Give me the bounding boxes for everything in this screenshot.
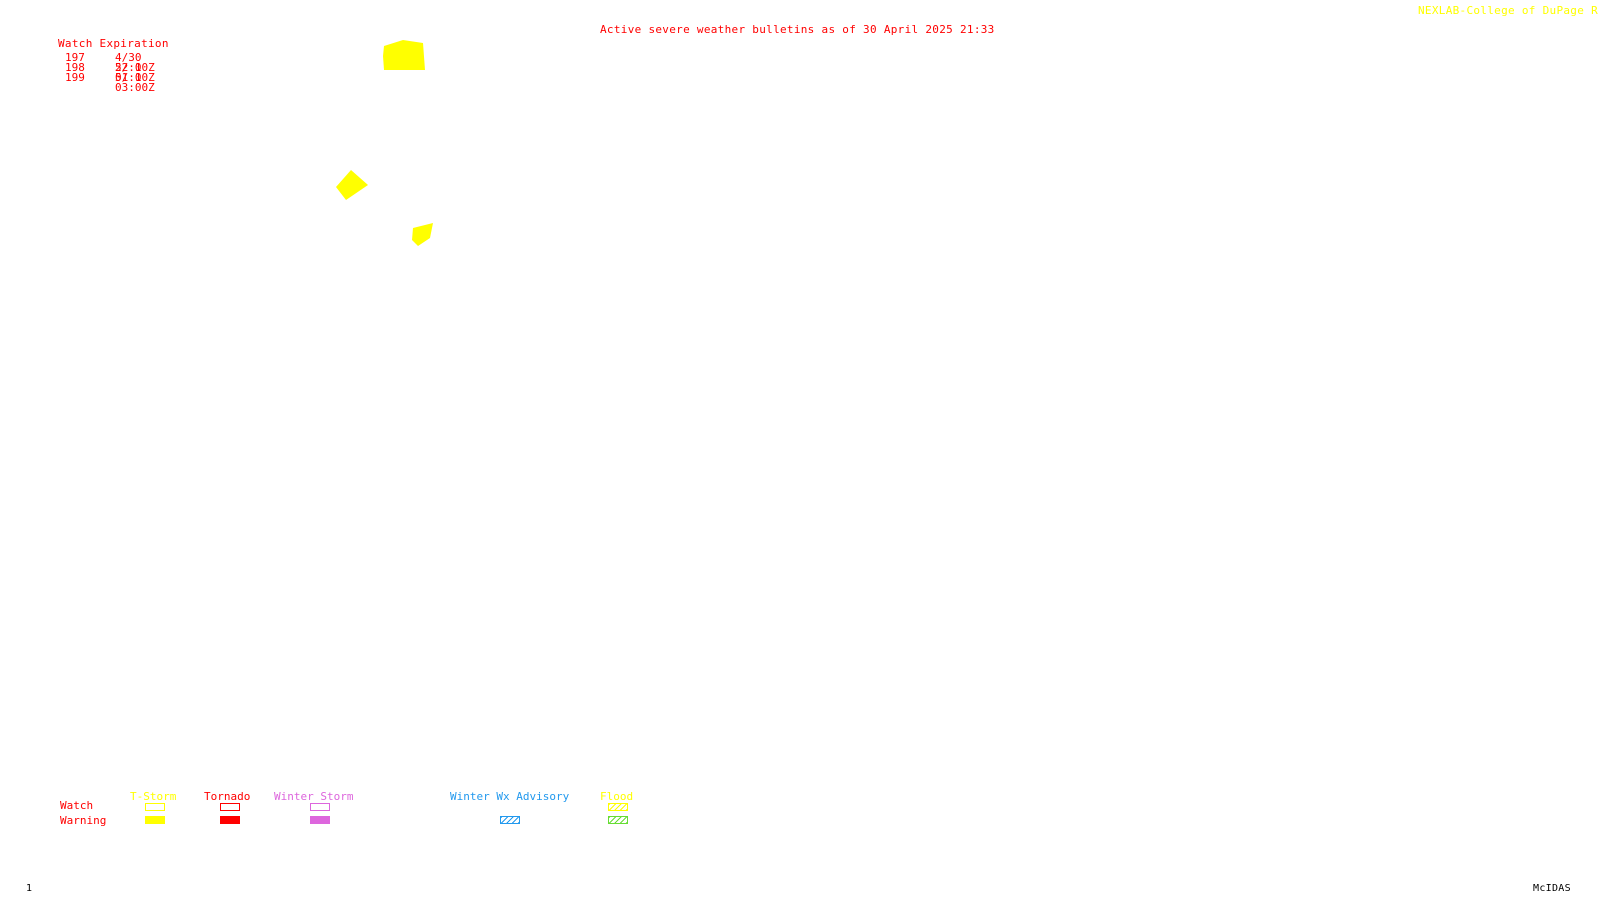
legend-winter-storm-warning-swatch xyxy=(310,816,330,824)
legend-flood-warning-swatch xyxy=(608,816,628,824)
legend-tornado-watch-swatch xyxy=(220,803,240,811)
watch-number: 198 xyxy=(65,61,85,74)
watch-polygon-199[interactable] xyxy=(412,223,433,246)
watch-polygon-197[interactable] xyxy=(383,40,425,70)
legend-tornado-warning-swatch xyxy=(220,816,240,824)
watch-expiration-table: Watch Expiration 197 4/30 22:00Z 198 5/ … xyxy=(58,37,169,93)
legend-tstorm-label: T-Storm xyxy=(130,790,177,803)
legend-row-warning: Warning xyxy=(60,814,107,827)
legend-tornado-label: Tornado xyxy=(204,790,251,803)
legend: Watch Warning T-Storm Tornado Winter Sto… xyxy=(0,790,700,840)
legend-row-watch: Watch xyxy=(60,799,94,812)
table-row[interactable]: 198 5/ 1 01:00Z xyxy=(58,61,169,83)
watch-number: 199 xyxy=(65,71,85,84)
legend-flood-label: Flood xyxy=(600,790,634,803)
legend-winter-storm-watch-swatch xyxy=(310,803,330,811)
legend-tstorm-warning-swatch xyxy=(145,816,165,824)
legend-winter-storm-label: Winter Storm xyxy=(274,790,354,803)
watch-number: 197 xyxy=(65,51,85,64)
table-row[interactable]: 199 5/ 1 03:00Z xyxy=(58,71,169,93)
legend-tstorm-watch-swatch xyxy=(145,803,165,811)
page-title: Active severe weather bulletins as of 30… xyxy=(600,23,995,36)
table-row[interactable]: 197 4/30 22:00Z xyxy=(58,51,169,73)
legend-winter-advisory-label: Winter Wx Advisory xyxy=(450,790,570,803)
watch-expiration: 5/ 1 03:00Z xyxy=(115,71,155,94)
watch-table-header: Watch Expiration xyxy=(58,37,169,50)
watch-expiration: 5/ 1 01:00Z xyxy=(115,61,155,84)
legend-winter-advisory-swatch xyxy=(500,816,520,824)
legend-flood-watch-swatch xyxy=(608,803,628,811)
credit-label: NEXLAB-College of DuPage R xyxy=(1418,4,1598,17)
watch-expiration: 4/30 22:00Z xyxy=(115,51,155,74)
frame-number: 1 xyxy=(26,883,33,894)
watch-polygon-198[interactable] xyxy=(336,170,368,200)
software-label: McIDAS xyxy=(1533,883,1571,894)
